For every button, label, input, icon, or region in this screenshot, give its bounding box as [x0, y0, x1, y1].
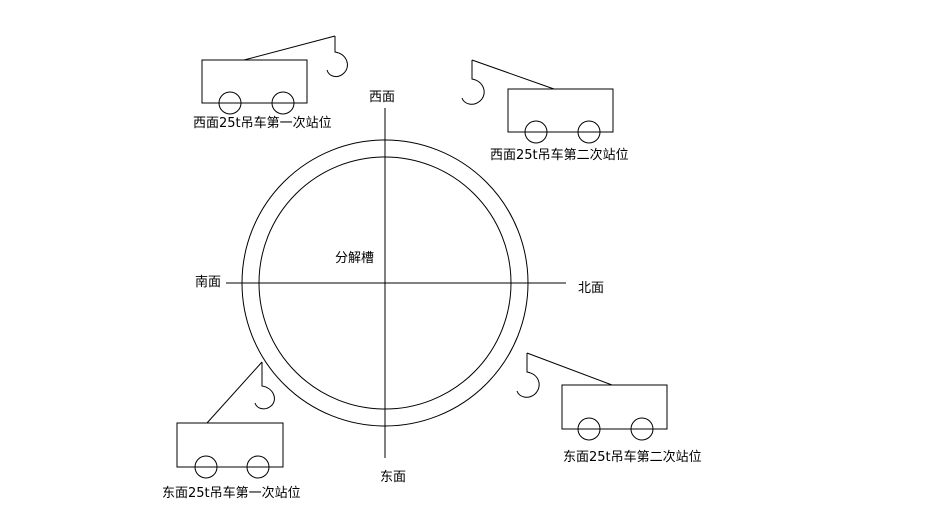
crane-hook	[326, 36, 348, 78]
crane-wheel	[630, 417, 654, 441]
crane-wheel	[524, 120, 548, 144]
crane-boom	[243, 35, 336, 61]
crane-boom	[471, 59, 555, 90]
crane-wheel	[194, 455, 218, 479]
crane-label: 西面25t吊车第二次站位	[490, 147, 629, 163]
crane-label: 西面25t吊车第一次站位	[193, 115, 332, 131]
crane-west-second: 西面25t吊车第二次站位	[461, 59, 629, 163]
crane-east-second: 东面25t吊车第二次站位	[516, 352, 702, 465]
crane-wheel	[218, 91, 242, 115]
crane-wheel	[246, 455, 270, 479]
label-tank: 分解槽	[335, 251, 374, 266]
crane-hook	[254, 362, 275, 410]
label-west: 西面	[369, 90, 395, 105]
crane-wheel	[577, 120, 601, 144]
crane-boom	[526, 352, 613, 386]
crane-label: 东面25t吊车第二次站位	[563, 449, 702, 465]
crane-east-first: 东面25t吊车第一次站位	[162, 361, 301, 501]
label-south: 南面	[195, 274, 221, 290]
crane-body	[561, 384, 668, 430]
crane-boom	[206, 361, 263, 424]
label-east: 东面	[380, 470, 406, 485]
crane-wheel	[577, 417, 601, 441]
crane-body	[201, 59, 308, 104]
crane-body	[507, 88, 614, 133]
crane-label: 东面25t吊车第一次站位	[162, 485, 301, 501]
crane-wheel	[271, 91, 295, 115]
crane-west-first: 西面25t吊车第一次站位	[193, 35, 348, 131]
crane-hook	[461, 60, 485, 105]
crane-hook	[516, 353, 540, 398]
crane-body	[176, 422, 284, 468]
label-north: 北面	[578, 281, 604, 296]
